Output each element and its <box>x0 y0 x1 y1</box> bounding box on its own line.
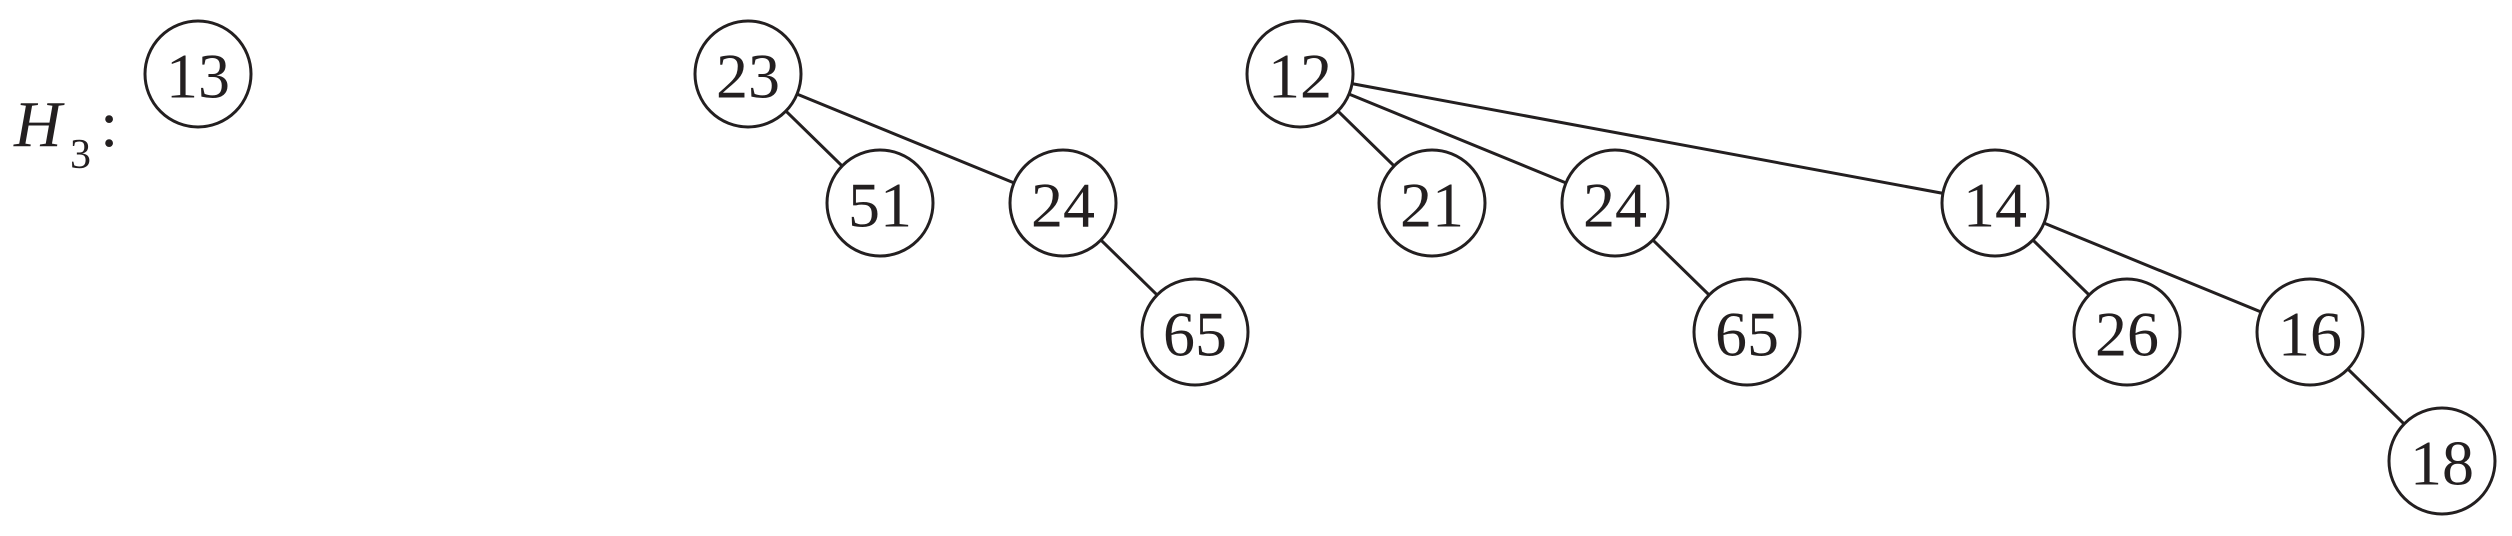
node-label: 24 <box>1031 170 1095 241</box>
node-18: 18 <box>2387 406 2497 516</box>
node-circle <box>1560 148 1670 258</box>
node-label: 13 <box>166 41 230 112</box>
node-circle <box>825 148 935 258</box>
edge-23-24 <box>747 72 1064 205</box>
node-label: 23 <box>716 41 780 112</box>
node-label: 26 <box>2095 299 2159 370</box>
node-circle <box>2255 277 2365 387</box>
edge-14-16 <box>1994 201 2311 334</box>
node-24: 24 <box>1560 148 1670 258</box>
node-label: 65 <box>1163 299 1227 370</box>
heap-name: H <box>13 88 65 161</box>
node-circle <box>1008 148 1118 258</box>
edge-12-14 <box>1299 72 1996 205</box>
node-24: 24 <box>1008 148 1118 258</box>
node-label: 51 <box>848 170 912 241</box>
node-26: 26 <box>2072 277 2182 387</box>
node-23: 23 <box>693 19 803 129</box>
node-65: 65 <box>1140 277 1250 387</box>
node-51: 51 <box>825 148 935 258</box>
node-label: 12 <box>1268 41 1332 112</box>
node-circle <box>143 19 253 129</box>
node-circle <box>2387 406 2497 516</box>
node-circle <box>693 19 803 129</box>
heap-colon: : <box>100 88 118 161</box>
node-circle <box>1692 277 1802 387</box>
node-21: 21 <box>1377 148 1487 258</box>
node-label: 18 <box>2410 428 2474 499</box>
node-65: 65 <box>1692 277 1802 387</box>
node-circle <box>1245 19 1355 129</box>
node-circle <box>2072 277 2182 387</box>
node-16: 16 <box>2255 277 2365 387</box>
node-circle <box>1140 277 1250 387</box>
node-label: 65 <box>1715 299 1779 370</box>
node-label: 16 <box>2278 299 2342 370</box>
node-label: 21 <box>1400 170 1464 241</box>
heap-subscript: 3 <box>70 132 91 178</box>
node-circle <box>1377 148 1487 258</box>
node-label: 24 <box>1583 170 1647 241</box>
nodes-layer: 13 23 51 24 65 12 21 24 65 14 26 16 18 <box>143 19 2497 516</box>
node-label: 14 <box>1963 170 2027 241</box>
node-14: 14 <box>1940 148 2050 258</box>
edges-layer <box>746 72 2444 463</box>
heap-label: H 3 : <box>13 88 118 178</box>
node-12: 12 <box>1245 19 1355 129</box>
edge-12-24 <box>1299 72 1616 205</box>
node-circle <box>1940 148 2050 258</box>
node-13: 13 <box>143 19 253 129</box>
